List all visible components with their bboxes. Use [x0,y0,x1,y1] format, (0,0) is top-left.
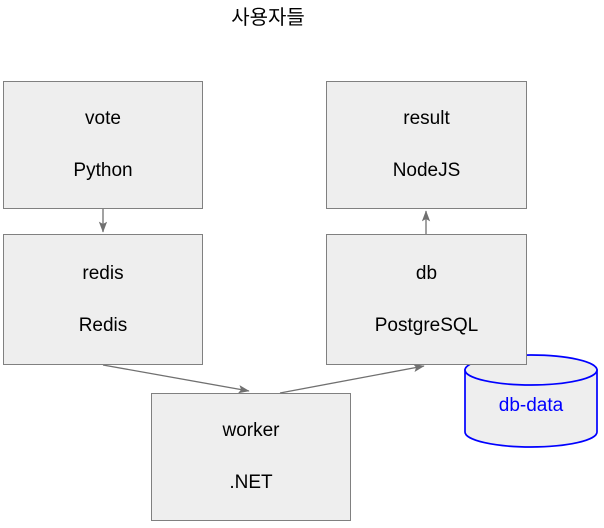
service-name-result: result [403,108,450,129]
service-name-redis: redis [82,262,124,284]
service-tech-redis: Redis [78,314,128,336]
service-tech-db: PostgreSQL [374,314,479,336]
service-name-vote: vote [85,108,121,129]
service-tech-vote: Python [73,160,133,181]
edge-worker-to-db [279,363,425,394]
service-tech-result: NodeJS [392,160,461,181]
edge-redis-to-worker [102,364,250,394]
service-name-db: db [415,262,438,284]
service-tech-worker: .NET [229,472,273,493]
volume-label-db-data: db-data [498,395,564,416]
page-title: 사용자들 [231,7,305,29]
service-name-worker: worker [222,420,280,441]
volume-body [464,369,598,448]
service-box-worker[interactable]: worker .NET [151,393,351,521]
